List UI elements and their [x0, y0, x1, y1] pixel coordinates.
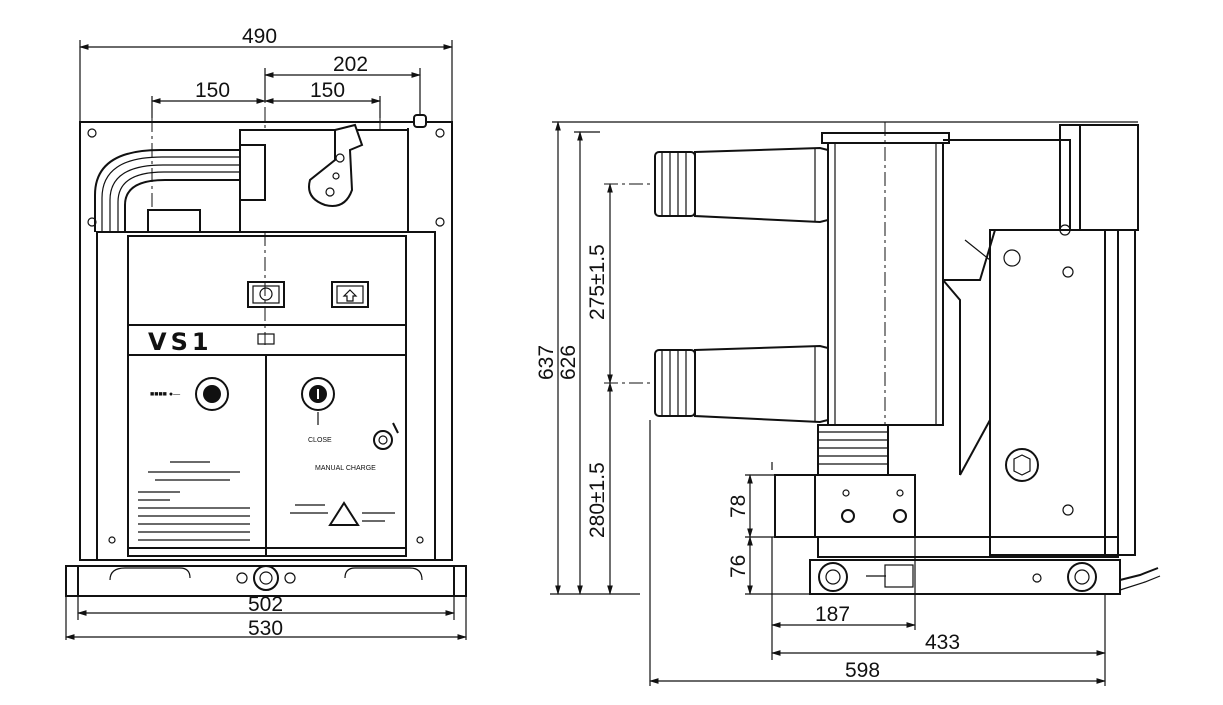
nameplate-text: [138, 461, 250, 541]
dim-490: 490: [242, 25, 277, 48]
manual-charge-label: MANUAL CHARGE: [315, 465, 376, 472]
dim-202: 202: [333, 53, 368, 76]
dim-76: 76: [727, 555, 750, 578]
model-label: VS1: [148, 328, 213, 356]
dim-502: 502: [248, 593, 283, 616]
dim-637: 637: [535, 345, 558, 380]
bellows: [817, 424, 889, 476]
dim-530: 530: [248, 617, 283, 640]
dim-433: 433: [925, 631, 960, 654]
svg-text:■■■■ ●—: ■■■■ ●—: [150, 391, 180, 398]
dim-626: 626: [557, 345, 580, 380]
front-view: 490 202 150 150: [65, 25, 467, 640]
dim-78: 78: [727, 495, 750, 518]
dim-150-right: 150: [310, 79, 345, 102]
dim-280: 280±1.5: [586, 462, 609, 538]
dim-150-left: 150: [195, 79, 230, 102]
side-view: 637 626 275±1.5 280±1.5: [535, 121, 1161, 686]
close-label: CLOSE: [308, 437, 332, 444]
dim-598: 598: [845, 659, 880, 682]
dim-187: 187: [815, 603, 850, 626]
dim-275: 275±1.5: [586, 244, 609, 320]
